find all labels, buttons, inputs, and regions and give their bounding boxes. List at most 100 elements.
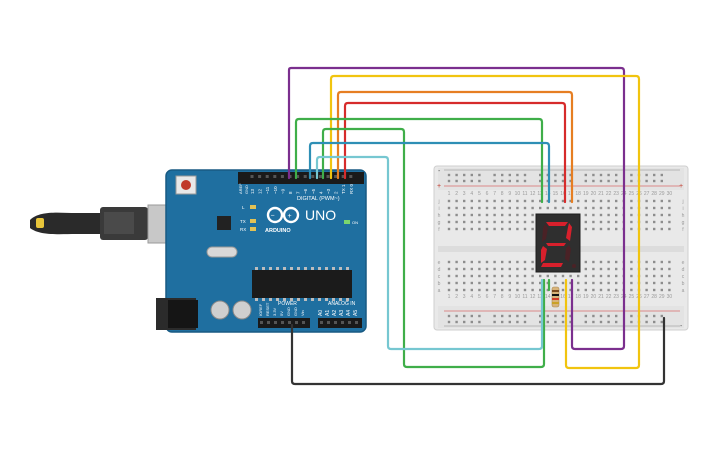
rail-hole[interactable]: [615, 320, 618, 324]
breadboard-hole[interactable]: [501, 227, 504, 231]
breadboard-hole[interactable]: [455, 274, 458, 278]
breadboard-hole[interactable]: [470, 260, 473, 264]
breadboard-hole[interactable]: [607, 281, 610, 285]
breadboard-hole[interactable]: [630, 213, 633, 217]
breadboard-hole[interactable]: [455, 281, 458, 285]
breadboard-hole[interactable]: [615, 213, 618, 217]
breadboard-hole[interactable]: [569, 288, 572, 292]
breadboard-hole[interactable]: [447, 288, 451, 292]
breadboard-hole[interactable]: [455, 227, 458, 231]
rail-hole[interactable]: [478, 179, 481, 183]
breadboard-hole[interactable]: [653, 260, 656, 264]
rail-hole[interactable]: [630, 179, 633, 183]
rail-hole[interactable]: [592, 173, 595, 177]
digital-pin[interactable]: [296, 175, 300, 178]
breadboard-hole[interactable]: [577, 281, 580, 285]
power-pin[interactable]: [302, 321, 305, 324]
breadboard-hole[interactable]: [455, 220, 458, 224]
rail-hole[interactable]: [478, 173, 481, 177]
breadboard-hole[interactable]: [447, 274, 451, 278]
rail-hole[interactable]: [607, 173, 610, 177]
rail-hole[interactable]: [447, 314, 451, 318]
breadboard-hole[interactable]: [668, 213, 671, 217]
breadboard-hole[interactable]: [455, 206, 458, 210]
purple-wire[interactable]: [287, 66, 626, 351]
analog-pin[interactable]: [348, 321, 351, 324]
breadboard-hole[interactable]: [660, 274, 663, 278]
breadboard-hole[interactable]: [447, 260, 451, 264]
rail-hole[interactable]: [653, 314, 656, 318]
breadboard-hole[interactable]: [660, 206, 663, 210]
breadboard-hole[interactable]: [584, 227, 587, 231]
breadboard-hole[interactable]: [493, 267, 496, 271]
breadboard-hole[interactable]: [599, 260, 603, 264]
breadboard-hole[interactable]: [463, 274, 466, 278]
breadboard-hole[interactable]: [531, 199, 534, 203]
breadboard-hole[interactable]: [554, 274, 557, 278]
breadboard-hole[interactable]: [470, 206, 473, 210]
breadboard-hole[interactable]: [599, 227, 603, 231]
black-wire[interactable]: [290, 316, 666, 386]
breadboard-hole[interactable]: [501, 260, 504, 264]
breadboard-hole[interactable]: [447, 220, 451, 224]
breadboard-hole[interactable]: [508, 267, 511, 271]
digital-pin[interactable]: [326, 175, 330, 178]
rail-hole[interactable]: [478, 314, 481, 318]
rail-hole[interactable]: [447, 173, 451, 177]
breadboard-hole[interactable]: [485, 274, 489, 278]
breadboard-hole[interactable]: [523, 199, 527, 203]
breadboard-hole[interactable]: [516, 281, 519, 285]
breadboard-hole[interactable]: [660, 199, 663, 203]
breadboard-hole[interactable]: [523, 267, 527, 271]
breadboard-hole[interactable]: [668, 227, 671, 231]
breadboard-hole[interactable]: [607, 199, 610, 203]
breadboard-hole[interactable]: [478, 267, 481, 271]
breadboard-hole[interactable]: [615, 227, 618, 231]
digital-pin[interactable]: [311, 175, 315, 178]
breadboard-hole[interactable]: [630, 227, 633, 231]
breadboard-hole[interactable]: [463, 220, 466, 224]
breadboard-hole[interactable]: [470, 288, 473, 292]
green-wire-mid[interactable]: [321, 127, 546, 369]
rail-hole[interactable]: [554, 320, 557, 324]
breadboard-hole[interactable]: [493, 199, 496, 203]
rail-hole[interactable]: [508, 179, 511, 183]
breadboard-hole[interactable]: [599, 288, 603, 292]
breadboard-hole[interactable]: [645, 260, 648, 264]
power-pin[interactable]: [295, 321, 298, 324]
breadboard-hole[interactable]: [447, 227, 451, 231]
rail-hole[interactable]: [508, 173, 511, 177]
rail-hole[interactable]: [630, 173, 633, 177]
breadboard-hole[interactable]: [592, 288, 595, 292]
breadboard-hole[interactable]: [508, 213, 511, 217]
breadboard-hole[interactable]: [493, 206, 496, 210]
rail-hole[interactable]: [607, 179, 610, 183]
rail-hole[interactable]: [569, 314, 572, 318]
power-pin[interactable]: [260, 321, 263, 324]
rail-hole[interactable]: [569, 320, 572, 324]
breadboard-hole[interactable]: [531, 281, 534, 285]
rail-hole[interactable]: [455, 179, 458, 183]
breadboard-hole[interactable]: [577, 288, 580, 292]
rail-hole[interactable]: [561, 173, 565, 177]
rail-hole[interactable]: [455, 173, 458, 177]
breadboard-hole[interactable]: [523, 227, 527, 231]
breadboard-hole[interactable]: [485, 267, 489, 271]
rail-hole[interactable]: [516, 179, 519, 183]
breadboard-hole[interactable]: [485, 220, 489, 224]
breadboard-hole[interactable]: [607, 288, 610, 292]
breadboard-hole[interactable]: [630, 220, 633, 224]
rail-hole[interactable]: [493, 173, 496, 177]
rail-hole[interactable]: [539, 179, 542, 183]
breadboard-hole[interactable]: [478, 227, 481, 231]
breadboard-hole[interactable]: [463, 213, 466, 217]
breadboard-hole[interactable]: [478, 220, 481, 224]
breadboard-hole[interactable]: [546, 199, 549, 203]
rail-hole[interactable]: [501, 314, 504, 318]
breadboard-hole[interactable]: [516, 220, 519, 224]
breadboard-hole[interactable]: [630, 288, 633, 292]
breadboard-hole[interactable]: [501, 213, 504, 217]
breadboard-hole[interactable]: [501, 281, 504, 285]
breadboard-hole[interactable]: [516, 213, 519, 217]
breadboard-hole[interactable]: [660, 267, 663, 271]
